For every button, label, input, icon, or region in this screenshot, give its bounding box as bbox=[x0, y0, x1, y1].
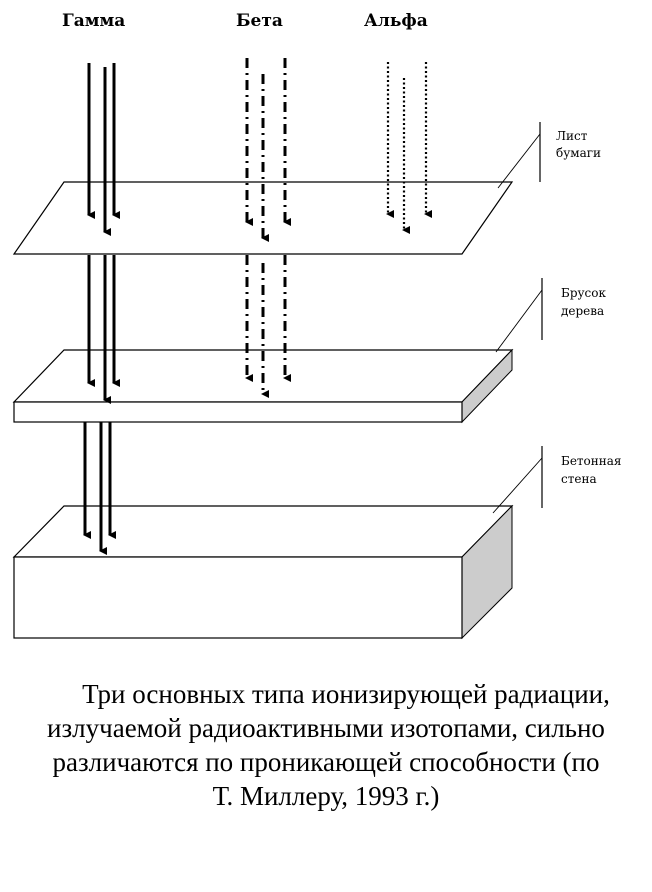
beta-rays bbox=[245, 58, 291, 398]
paper-label-line2: бумаги bbox=[556, 146, 601, 160]
caption-line-4: Т. Миллеру, 1993 г.) bbox=[212, 781, 440, 811]
callout-wood bbox=[495, 278, 543, 353]
caption-line-3: различаются по проникающей способности (… bbox=[52, 747, 600, 777]
paper-label-line1: Лист bbox=[556, 129, 588, 143]
beta-label: Бета bbox=[236, 11, 283, 31]
figure-caption: Три основных типа ионизирующей радиации,… bbox=[10, 677, 642, 813]
caption-line-2: излучаемой радиоактивными изотопами, сил… bbox=[47, 713, 605, 743]
alpha-rays bbox=[386, 62, 432, 234]
wood-label-line2: дерева bbox=[561, 304, 604, 318]
gamma-label: Гамма bbox=[62, 11, 125, 31]
callout-concrete bbox=[492, 446, 543, 514]
wood-block bbox=[12, 348, 514, 424]
concrete-label-line1: Бетонная bbox=[561, 454, 622, 468]
wood-label-line1: Брусок bbox=[561, 286, 607, 300]
alpha-label: Альфа bbox=[364, 11, 428, 31]
concrete-label-line2: стена bbox=[561, 472, 597, 486]
gamma-rays bbox=[83, 63, 120, 555]
caption-line-1: Три основных типа ионизирующей радиации, bbox=[82, 679, 610, 709]
callout-paper bbox=[497, 122, 541, 189]
paper-sheet bbox=[12, 181, 514, 255]
concrete-wall bbox=[12, 504, 514, 640]
